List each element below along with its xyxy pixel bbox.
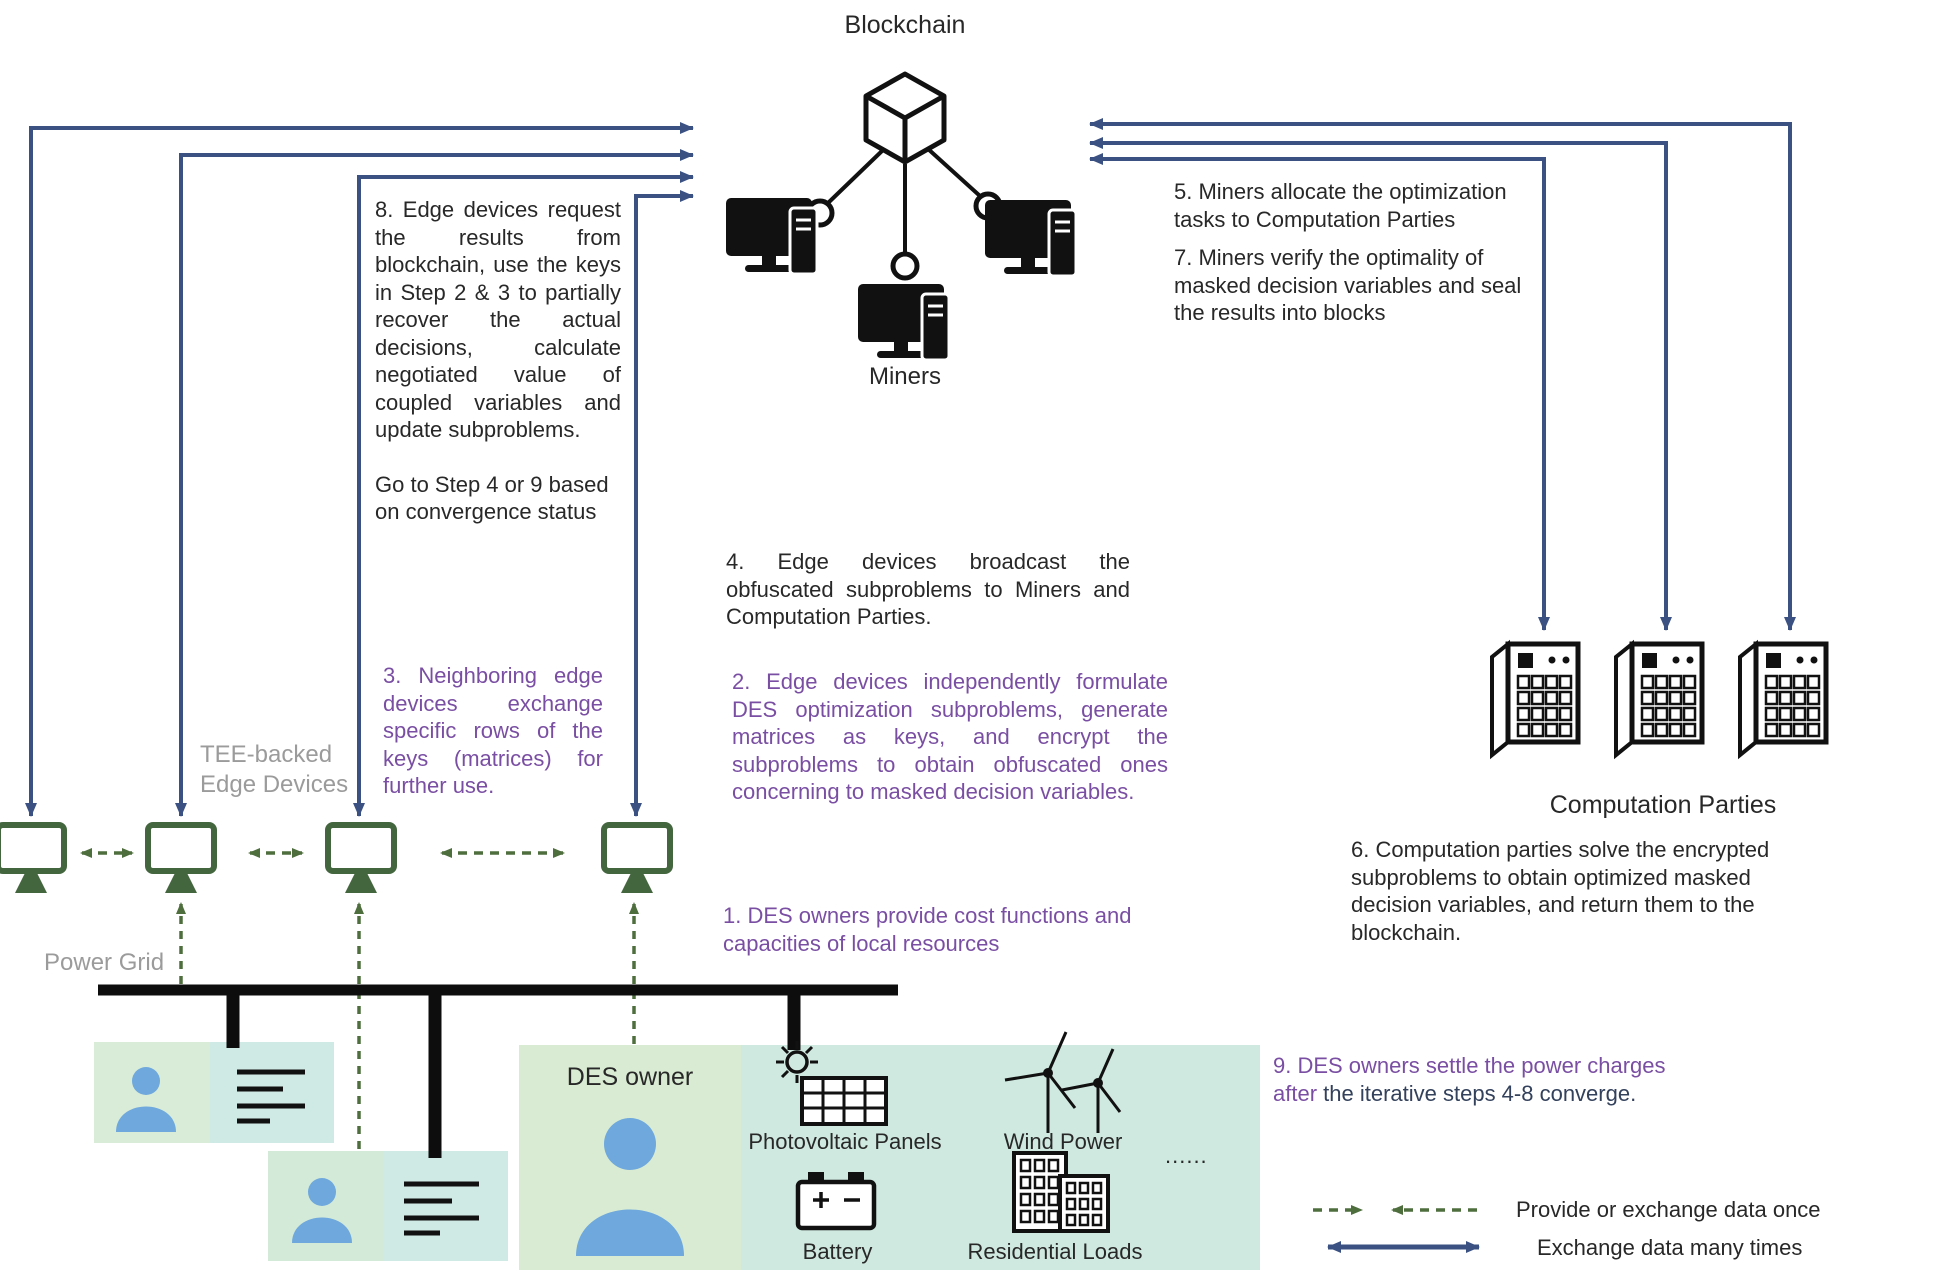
legend-dashed-label: Provide or exchange data once [1516, 1197, 1821, 1222]
step9-dark-part: the iterative steps 4-8 converge. [1317, 1080, 1637, 1106]
step6-text: 6. Computation parties solve the encrypt… [1351, 837, 1770, 945]
photovoltaic-label: Photovoltaic Panels [748, 1129, 942, 1154]
person-icon-des-owner [576, 1118, 684, 1256]
step5-text: 5. Miners allocate the optimization task… [1174, 179, 1507, 232]
step7-text: 7. Miners verify the optimality of maske… [1174, 245, 1522, 325]
step2-text: 2. Edge devices independently formulate … [732, 669, 1168, 804]
miner-icon-left [726, 198, 819, 276]
blockchain-title: Blockchain [844, 11, 966, 39]
des-owner-label: DES owner [566, 1063, 694, 1091]
residential-loads-icon [1012, 1151, 1110, 1233]
ellipsis-label: ...... [1165, 1143, 1208, 1168]
des-owner-small-list-box-2 [384, 1151, 508, 1261]
photovoltaic-icon [776, 1041, 888, 1126]
edge-device-icon-2 [145, 822, 217, 893]
battery-label: Battery [802, 1239, 873, 1264]
tee-edge-devices-label: TEE-backed Edge Devices [200, 741, 349, 798]
power-grid-label: Power Grid [44, 949, 165, 976]
server-icon-1 [1490, 639, 1581, 760]
miner-icon-right [985, 200, 1078, 278]
step9-text: 9. DES owners settle the power charges a… [1273, 1052, 1697, 1107]
wind-power-icon [1004, 1031, 1122, 1133]
miner-icon-center [858, 284, 951, 362]
computation-parties-label: Computation Parties [1549, 791, 1777, 819]
step8-goto: Go to Step 4 or 9 based on convergence s… [375, 471, 609, 525]
step9-purple-part: 9. DES owners settle the power charges a… [1273, 1053, 1666, 1106]
edge-blockchain-arrows [25, 122, 694, 817]
blockchain-computation-arrows [1089, 118, 1796, 631]
person-icon-small-1 [116, 1067, 176, 1132]
step4-text: 4. Edge devices broadcast the obfuscated… [726, 549, 1130, 629]
step8-text: 8. Edge devices request the results from… [375, 196, 621, 526]
des-owner-small-list-box-1 [210, 1042, 334, 1143]
list-icon-2 [404, 1181, 479, 1236]
residential-loads-label: Residential Loads [967, 1239, 1143, 1264]
step3-text: 3. Neighboring edge devices exchange spe… [383, 663, 603, 798]
server-icon-2 [1614, 639, 1705, 760]
step1-text: 1. DES owners provide cost functions and… [723, 903, 1132, 956]
edge-device-icon-3 [325, 822, 397, 893]
miners-label: Miners [868, 363, 941, 390]
blockchain-icon [805, 71, 1003, 281]
list-icon-1 [237, 1069, 305, 1124]
legend-solid-label: Exchange data many times [1537, 1235, 1803, 1260]
wind-power-label: Wind Power [1003, 1129, 1123, 1154]
edge-device-icon-1 [0, 822, 67, 893]
step8-main: 8. Edge devices request the results from… [375, 197, 621, 442]
power-grid-lines [98, 984, 898, 1158]
edge-device-icon-4 [601, 822, 673, 893]
server-icon-3 [1738, 639, 1829, 760]
battery-icon [795, 1172, 877, 1231]
owner-to-edge-arrows [176, 902, 639, 1149]
person-icon-small-2 [292, 1178, 352, 1243]
